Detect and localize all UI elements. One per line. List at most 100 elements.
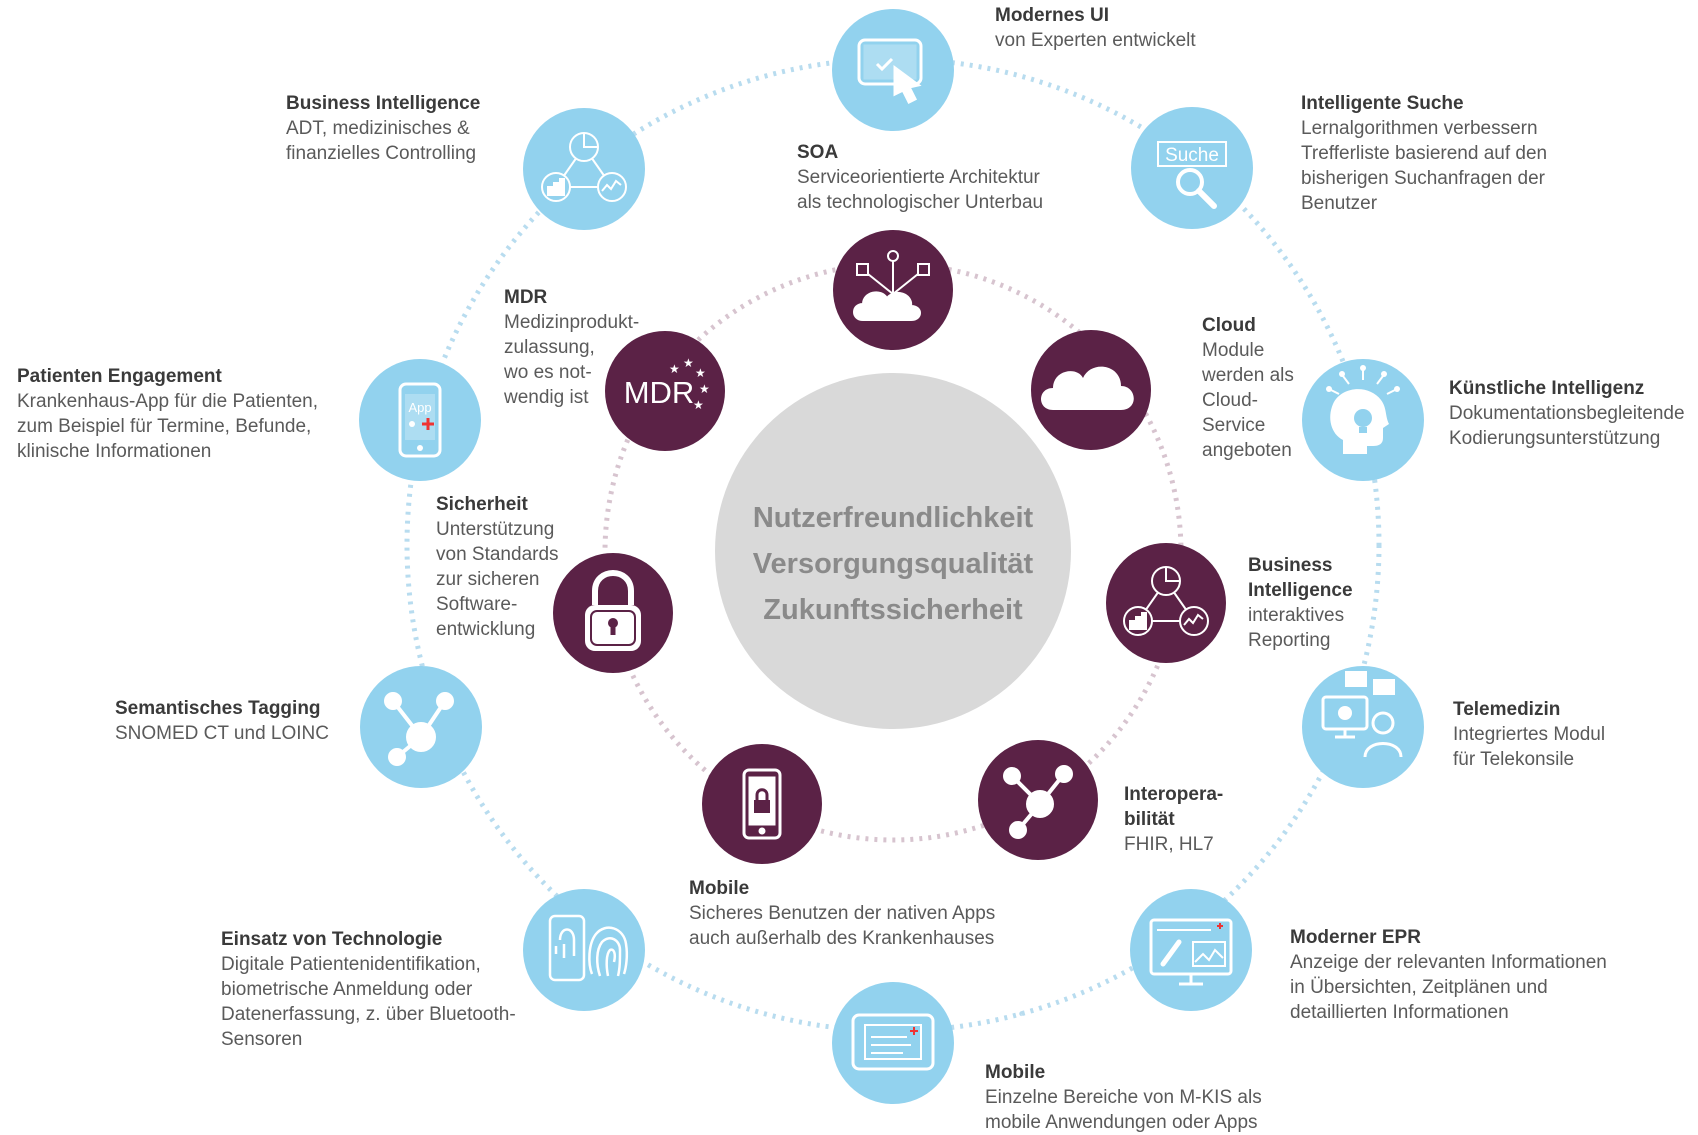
svg-text:Suche: Suche: [1165, 145, 1219, 166]
svg-text:App: App: [408, 400, 431, 415]
svg-text:★: ★: [695, 366, 706, 380]
label-desc: Lernalgorithmen verbessern Trefferliste …: [1301, 118, 1548, 214]
inner-node-soa: [833, 230, 953, 350]
label-desc: Serviceorientierte Architektur als techn…: [797, 167, 1044, 213]
label-sicherheit: Sicherheit Unterstützung von Standards z…: [436, 492, 559, 642]
label-mdr: MDR Medizinprodukt- zulassung, wo es not…: [504, 285, 639, 410]
mdr-stars-icon: MDR ★★★ ★★: [624, 356, 710, 412]
analytics-icon: [541, 132, 627, 202]
label-desc: Krankenhaus-App für die Patienten, zum B…: [17, 391, 319, 462]
label-title: Business Intelligence: [1248, 555, 1353, 601]
head-lightbulb-icon: [1326, 365, 1400, 454]
label-moderner-epr: Moderner EPR Anzeige der relevanten Info…: [1290, 925, 1607, 1025]
center-circle: [715, 373, 1071, 729]
outer-node-telemedizin: [1302, 666, 1424, 788]
label-soa: SOA Serviceorientierte Architektur als t…: [797, 140, 1043, 215]
center-line-3: Zukunftssicherheit: [763, 594, 1023, 626]
monitor-record-icon: [1149, 918, 1233, 986]
label-mobile-inner: Mobile Sicheres Benutzen der nativen App…: [689, 876, 995, 951]
label-title: Semantisches Tagging: [115, 698, 321, 719]
label-title: Business Intelligence: [286, 93, 481, 114]
inner-node-mobile: [702, 744, 822, 864]
network-nodes-icon: [1003, 765, 1073, 839]
label-desc: ADT, medizinisches & finanzielles Contro…: [286, 118, 477, 164]
label-intelligente-suche: Intelligente Suche Lernalgorithmen verbe…: [1301, 91, 1547, 216]
outer-node-business-intelligence: [523, 108, 645, 230]
label-desc: SNOMED CT und LOINC: [115, 723, 329, 744]
svg-text:★: ★: [683, 356, 694, 370]
label-desc: FHIR, HL7: [1124, 834, 1214, 855]
label-title: Künstliche Intelligenz: [1449, 378, 1645, 399]
inner-node-sicherheit: [553, 553, 673, 673]
label-semantisches-tagging: Semantisches Tagging SNOMED CT und LOINC: [115, 696, 329, 746]
label-telemedizin: Telemedizin Integriertes Modul für Telek…: [1453, 697, 1605, 772]
label-mobile-outer: Mobile Einzelne Bereiche von M-KIS als m…: [985, 1060, 1262, 1135]
outer-node-mobile: [832, 982, 954, 1104]
fingerprint-phone-icon: [548, 914, 629, 982]
label-title: Modernes UI: [995, 5, 1110, 26]
outer-ring: [404, 56, 1382, 1034]
label-modernes-ui: Modernes UI von Experten entwickelt: [995, 3, 1196, 53]
tablet-record-icon: [851, 1013, 935, 1071]
label-desc: Module werden als Cloud- Service angebot…: [1202, 340, 1294, 461]
label-interoperabilitaet: Interopera- bilität FHIR, HL7: [1124, 782, 1223, 857]
label-cloud: Cloud Module werden als Cloud- Service a…: [1202, 313, 1294, 463]
label-kuenstliche-intelligenz: Künstliche Intelligenz Dokumentationsbeg…: [1449, 376, 1685, 451]
outer-node-semantisches-tagging: [360, 666, 482, 788]
label-title: Patienten Engagement: [17, 366, 222, 387]
svg-text:★: ★: [699, 382, 710, 396]
label-title: Intelligente Suche: [1301, 93, 1464, 114]
center-line-1: Nutzerfreundlichkeit: [752, 502, 1034, 534]
inner-node-interoperabilitaet: [978, 740, 1098, 860]
label-desc: Dokumentationsbegleitende Kodierungsunte…: [1449, 403, 1685, 449]
label-title: Telemedizin: [1453, 699, 1561, 720]
outer-node-moderner-epr: [1130, 889, 1252, 1011]
label-title: SOA: [797, 142, 839, 163]
label-desc: Unterstützung von Standards zur sicheren…: [436, 519, 559, 640]
center-statements: Nutzerfreundlichkeit Versorgungsqualität…: [713, 495, 1073, 633]
cloud-icon: [1041, 366, 1134, 410]
label-desc: Anzeige der relevanten Informationen in …: [1290, 952, 1607, 1023]
tablet-touch-icon: [857, 38, 923, 105]
phone-lock-icon: [742, 768, 782, 840]
center-line-2: Versorgungsqualität: [752, 548, 1034, 580]
label-business-intelligence-outer: Business Intelligence ADT, medizinisches…: [286, 91, 480, 166]
label-desc: Integriertes Modul für Telekonsile: [1453, 724, 1606, 770]
label-title: Interopera- bilität: [1124, 784, 1224, 830]
svg-text:★: ★: [669, 362, 680, 376]
label-desc: Einzelne Bereiche von M-KIS als mobile A…: [985, 1087, 1262, 1133]
label-title: Mobile: [689, 878, 750, 899]
phone-app-icon: App: [398, 382, 442, 458]
outer-node-intelligente-suche: Suche: [1131, 107, 1253, 229]
outer-node-kuenstliche-intelligenz: [1302, 359, 1424, 481]
analytics-icon: [1123, 566, 1209, 636]
inner-node-business-intelligence: [1106, 543, 1226, 663]
svg-text:MDR: MDR: [624, 375, 695, 410]
label-desc: Digitale Patientenidentifikation, biomet…: [221, 954, 516, 1050]
svg-text:★: ★: [693, 398, 704, 412]
soa-cloud-network-icon: [853, 250, 930, 321]
label-desc: interaktives Reporting: [1248, 605, 1345, 651]
outer-node-einsatz-von-technologie: [523, 889, 645, 1011]
label-desc: Sicheres Benutzen der nativen Apps auch …: [689, 903, 996, 949]
search-magnifier-icon: Suche: [1157, 141, 1227, 209]
network-nodes-icon: [384, 692, 454, 766]
label-title: MDR: [504, 287, 548, 308]
label-title: Mobile: [985, 1062, 1046, 1083]
label-title: Einsatz von Technologie: [221, 929, 443, 950]
video-consultation-icon: [1321, 671, 1403, 758]
inner-node-mdr: MDR ★★★ ★★: [605, 331, 725, 451]
label-patienten-engagement: Patienten Engagement Krankenhaus-App für…: [17, 364, 318, 464]
padlock-icon: [585, 570, 641, 651]
label-desc: Medizinprodukt- zulassung, wo es not- we…: [504, 312, 640, 408]
label-title: Sicherheit: [436, 494, 528, 515]
label-title: Moderner EPR: [1290, 927, 1421, 948]
label-business-intelligence-inner: Business Intelligence interaktives Repor…: [1248, 553, 1353, 653]
label-einsatz-von-technologie: Einsatz von Technologie Digitale Patient…: [221, 927, 516, 1052]
inner-node-cloud: [1031, 330, 1151, 450]
outer-node-patienten-engagement: App: [359, 359, 481, 481]
label-desc: von Experten entwickelt: [995, 30, 1196, 51]
label-title: Cloud: [1202, 315, 1256, 336]
outer-node-modernes-ui: [832, 9, 954, 131]
